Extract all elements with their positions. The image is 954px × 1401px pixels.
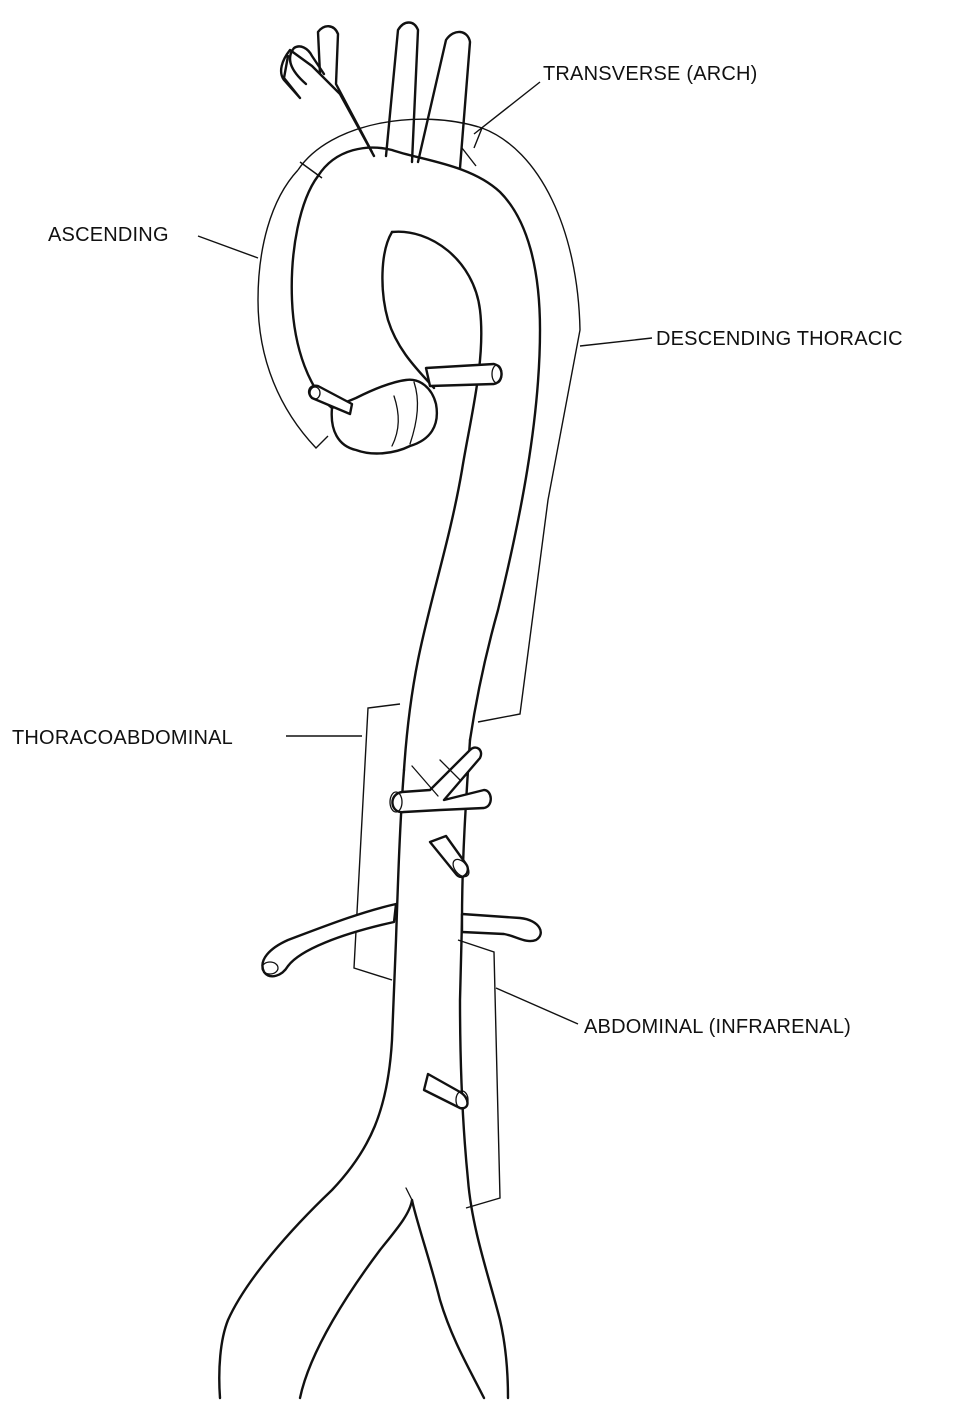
ascending-aorta-inner <box>382 232 434 388</box>
leader-ascending <box>198 236 258 258</box>
label-descending-thoracic: DESCENDING THORACIC <box>656 328 903 350</box>
leader-transverse <box>474 82 540 134</box>
label-ascending: ASCENDING <box>48 224 169 246</box>
bifurcation-crease <box>406 1188 412 1200</box>
left-renal-artery <box>262 904 396 976</box>
left-subclavian <box>418 32 470 168</box>
region-descending-thoracic <box>478 128 580 722</box>
descending-aorta-right-wall <box>460 740 508 1398</box>
left-common-carotid <box>386 23 418 163</box>
region-abdominal-infrarenal <box>458 940 500 1208</box>
label-abdominal-infrarenal: ABDOMINAL (INFRARENAL) <box>584 1016 851 1038</box>
region-thoracoabdominal <box>354 704 400 980</box>
leader-descending-thoracic <box>580 338 652 346</box>
brachiocephalic-trunk <box>281 26 374 156</box>
leader-lines <box>198 82 652 1024</box>
region-arch-divider-right <box>462 148 476 166</box>
celiac-trunk <box>392 748 490 813</box>
coronary-artery-stub <box>309 386 352 414</box>
superior-mesenteric-artery <box>430 836 468 877</box>
labels: TRANSVERSE (ARCH) ASCENDING DESCENDING T… <box>12 63 903 1038</box>
iliac-bifurcation <box>300 1200 484 1398</box>
region-transverse-arch <box>298 119 482 170</box>
label-thoracoabdominal: THORACOABDOMINAL <box>12 727 233 749</box>
descending-aorta-left-wall <box>219 770 404 1398</box>
region-outlines <box>258 119 580 1208</box>
ascending-aorta-outer <box>292 176 332 408</box>
leader-abdominal <box>496 988 578 1024</box>
aorta-arch-inner <box>392 232 481 770</box>
pulmonary-artery-branch <box>426 364 502 386</box>
aortic-root-bulb <box>332 380 437 454</box>
label-transverse-arch: TRANSVERSE (ARCH) <box>543 63 758 85</box>
right-renal-artery <box>462 914 541 941</box>
